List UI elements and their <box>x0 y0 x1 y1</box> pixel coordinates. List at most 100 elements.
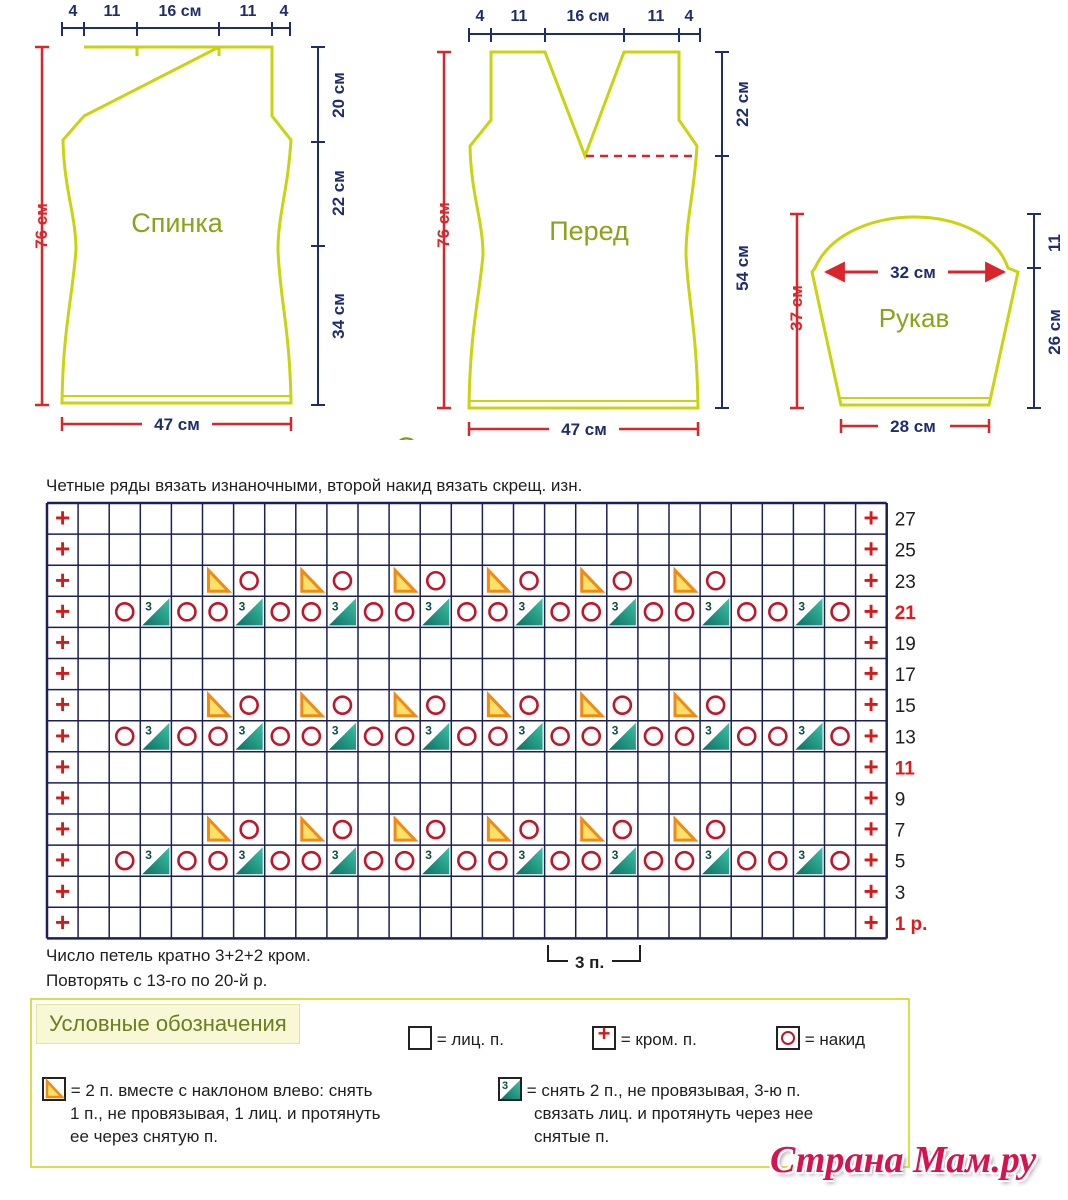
yarn-over-circle-icon <box>332 570 353 591</box>
three-decrease-digit: 3 <box>798 848 805 862</box>
yarn-over-circle-icon <box>550 850 570 871</box>
row-number-label: 27 <box>895 510 916 531</box>
row-number-label: 7 <box>895 821 906 842</box>
three-decrease-digit: 3 <box>705 848 712 862</box>
row-number-label: 9 <box>895 789 906 810</box>
repeat-marker <box>547 945 641 962</box>
yarn-over-circle-icon <box>177 602 197 622</box>
three-decrease-triangle-icon <box>422 847 450 875</box>
yarn-over-circle-icon <box>114 602 135 622</box>
row-number-label: 5 <box>895 852 906 873</box>
sleeve-height: 37 см <box>787 285 806 331</box>
left-decrease-triangle-icon <box>486 690 513 718</box>
three-decrease-digit: 3 <box>612 599 619 613</box>
three-decrease-triangle-icon <box>515 847 543 875</box>
edge-stitch-plus-icon: + <box>864 845 879 875</box>
yarn-over-circle-icon <box>550 726 570 747</box>
left-decrease-triangle-icon <box>207 690 233 718</box>
yarn-over-circle-icon <box>519 570 539 591</box>
back-top-w5: 4 <box>280 3 289 20</box>
yarn-over-circle-icon <box>768 726 788 747</box>
yarn-over-circle-icon <box>177 726 197 747</box>
yarn-over-circle-icon <box>830 850 850 871</box>
back-height: 76 см <box>32 203 51 249</box>
yarn-over-circle-icon <box>208 726 228 747</box>
yarn-over-circle-icon <box>612 819 633 840</box>
edge-stitch-plus-icon: + <box>864 627 879 657</box>
front-label: Перед <box>549 216 629 246</box>
yarn-over-circle-icon <box>519 819 539 840</box>
yarn-over-circle-icon <box>830 726 850 747</box>
front-height: 76 см <box>434 202 453 248</box>
yarn-over-circle-icon <box>488 850 508 871</box>
three-decrease-digit: 3 <box>145 848 152 862</box>
left-decrease-triangle-icon <box>207 566 233 593</box>
yarn-over-circle-icon <box>643 602 664 622</box>
yarn-over-circle-icon <box>612 570 633 591</box>
three-decrease-digit: 3 <box>332 724 339 738</box>
edge-stitch-plus-icon: + <box>55 814 70 844</box>
edge-stitch-plus-icon: + <box>864 658 879 688</box>
back-piece: 4 11 16 см 11 4 76 см 20 см 22 см 34 см … <box>32 3 348 435</box>
legend-left-decrease-line2: 1 п., не провязывая, 1 лиц. и протянуть <box>70 1104 381 1123</box>
row-number-label: 19 <box>895 634 916 655</box>
three-decrease-triangle-icon <box>702 598 730 626</box>
yarn-over-circle-icon <box>768 850 788 871</box>
left-decrease-triangle-icon <box>580 815 606 842</box>
yarn-over-circle-icon <box>394 602 415 622</box>
yarn-over-circle-icon <box>270 850 291 871</box>
three-decrease-triangle-icon <box>235 847 263 875</box>
legend-three-decrease-line1: = снять 2 п., не провязывая, 3-ю п. <box>526 1081 801 1100</box>
yarn-over-circle-icon <box>830 602 850 622</box>
left-decrease-triangle-icon <box>42 1077 66 1101</box>
yarn-over-circle-icon <box>394 850 415 871</box>
yarn-over-circle-icon <box>768 602 788 622</box>
yarn-over-circle-icon <box>301 726 322 747</box>
legend-yarn-over-text: = накид <box>804 1030 866 1049</box>
left-decrease-triangle-icon <box>673 566 699 593</box>
edge-stitch-plus-icon: + <box>864 503 879 533</box>
yarn-over-circle-icon <box>581 726 602 747</box>
edge-stitch-plus-icon: + <box>864 782 879 812</box>
edge-stitch-plus-icon: + <box>55 503 70 533</box>
yarn-over-circle-icon <box>776 1026 800 1050</box>
front-top-w1: 4 <box>476 8 485 25</box>
yarn-over-circle-icon <box>581 850 602 871</box>
yarn-over-circle-icon <box>208 602 228 622</box>
yarn-over-circle-icon <box>457 850 477 871</box>
legend-three-decrease: 3 = снять 2 п., не провязывая, 3-ю п. св… <box>498 1077 813 1148</box>
three-decrease-digit: 3 <box>239 599 246 613</box>
three-decrease-triangle-icon <box>608 847 636 875</box>
yarn-over-circle-icon <box>332 695 353 715</box>
edge-stitch-plus-icon: + <box>55 534 70 564</box>
three-decrease-digit: 3 <box>145 724 152 738</box>
legend-three-decrease-line3: снятые п. <box>534 1127 610 1146</box>
back-dim-20: 20 см <box>329 72 348 118</box>
edge-stitch-plus-icon: + <box>864 720 879 750</box>
three-decrease-digit: 3 <box>519 724 526 738</box>
yarn-over-circle-icon <box>736 602 757 622</box>
front-top-w5: 4 <box>685 8 694 25</box>
three-decrease-digit: 3 <box>425 848 432 862</box>
yarn-over-circle-icon <box>674 602 695 622</box>
front-piece: 4 11 16 см 11 4 76 см 22 см 54 см 47 см … <box>434 8 752 440</box>
note-repeat: Повторять с 13-го по 20-й р. <box>46 971 268 990</box>
three-decrease-triangle-icon <box>795 847 823 875</box>
yarn-over-circle-icon <box>612 695 633 715</box>
three-decrease-triangle-icon <box>702 847 730 875</box>
sleeve-dim-26: 26 см <box>1045 309 1064 355</box>
three-decrease-digit: 3 <box>425 724 432 738</box>
yarn-over-circle-icon <box>736 726 757 747</box>
edge-stitch-plus-icon: + <box>55 782 70 812</box>
three-decrease-triangle-icon <box>142 847 170 875</box>
pattern-pieces: 4 11 16 см 11 4 76 см 20 см 22 см 34 см … <box>32 3 1064 440</box>
yarn-over-circle-icon <box>457 602 477 622</box>
yarn-over-circle-icon <box>239 570 259 591</box>
stranamam-watermark-logo: Страна Мам.ру <box>770 1139 1037 1181</box>
yarn-over-circle-icon <box>177 850 197 871</box>
yarn-over-circle-icon <box>301 602 322 622</box>
left-decrease-triangle-icon <box>673 815 699 842</box>
left-decrease-triangle-icon <box>673 690 699 718</box>
back-label: Спинка <box>131 208 224 238</box>
